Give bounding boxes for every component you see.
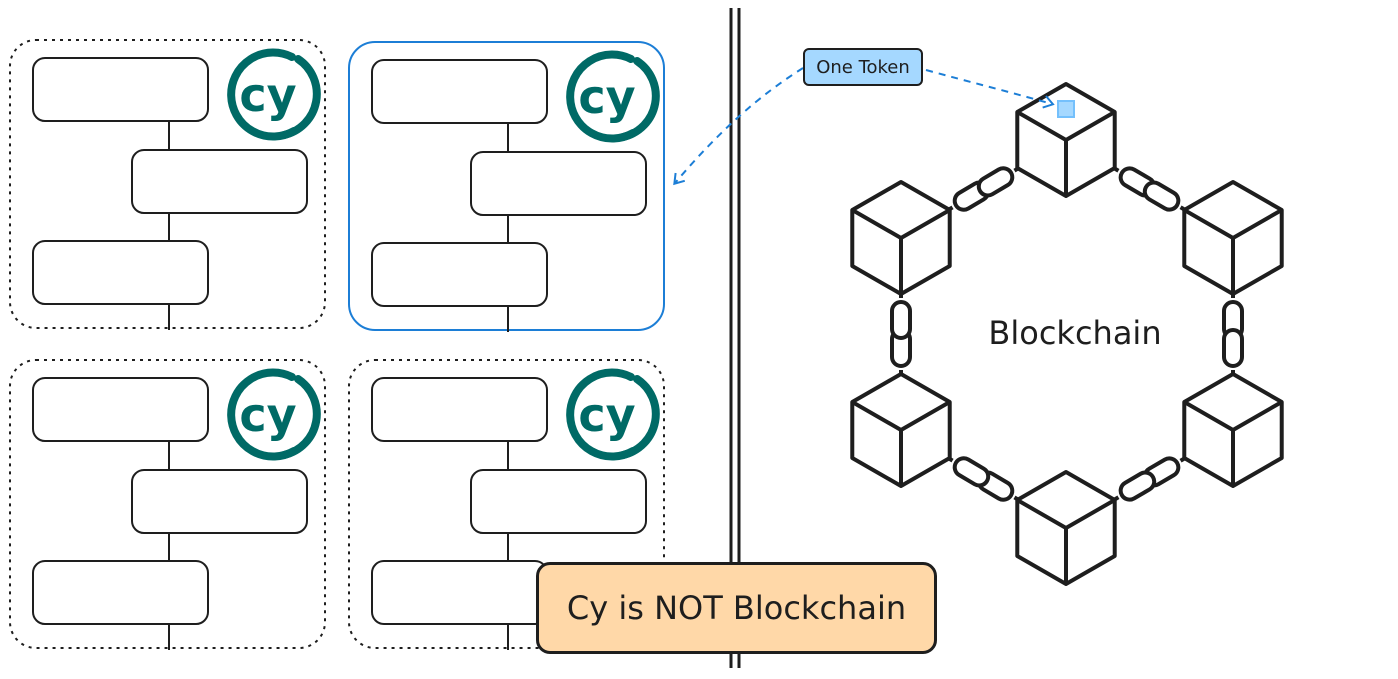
cypress-logo-icon: cy	[566, 368, 660, 461]
block-cube-6	[850, 180, 952, 296]
instance-frame	[9, 39, 326, 329]
cypress-logo-icon: cy	[227, 368, 321, 461]
arrow-to-cy-instance	[673, 67, 804, 186]
step-box-2	[131, 149, 308, 214]
token-square	[1057, 100, 1075, 118]
step-box-2	[470, 151, 647, 216]
one-token-label: One Token	[803, 48, 923, 86]
step-box-1	[32, 57, 209, 122]
center-divider	[729, 8, 741, 668]
step-box-2	[131, 469, 308, 534]
cypress-instance-1: cy	[9, 39, 326, 330]
step-box-3	[371, 560, 548, 625]
cypress-instance-4: cy	[348, 359, 665, 650]
block-cube-4	[1015, 470, 1117, 586]
highlighted-instance-frame	[348, 41, 665, 331]
cypress-logo-text: cy	[239, 68, 296, 122]
cy-not-blockchain-banner: Cy is NOT Blockchain	[536, 562, 937, 654]
cypress-logo-text: cy	[578, 70, 635, 124]
cypress-logo-icon: cy	[566, 50, 660, 143]
cypress-logo-icon: cy	[227, 48, 321, 141]
step-box-2	[470, 469, 647, 534]
step-box-3	[32, 560, 209, 625]
instance-frame	[9, 359, 326, 649]
arrow-to-blockchain	[925, 69, 1055, 109]
block-cube-5	[850, 372, 952, 488]
step-box-3	[371, 242, 548, 307]
block-cube-3	[1182, 372, 1284, 488]
step-box-1	[32, 377, 209, 442]
cypress-logo-text: cy	[578, 388, 635, 442]
step-box-3	[32, 240, 209, 305]
step-box-1	[371, 59, 548, 124]
instance-frame	[348, 359, 665, 649]
step-box-1	[371, 377, 548, 442]
block-cube-1	[1015, 82, 1117, 198]
cypress-logo-text: cy	[239, 388, 296, 442]
blockchain-label: Blockchain	[988, 314, 1162, 352]
block-cube-2	[1182, 180, 1284, 296]
cypress-instance-2: cy	[348, 41, 665, 332]
cypress-instance-3: cy	[9, 359, 326, 650]
